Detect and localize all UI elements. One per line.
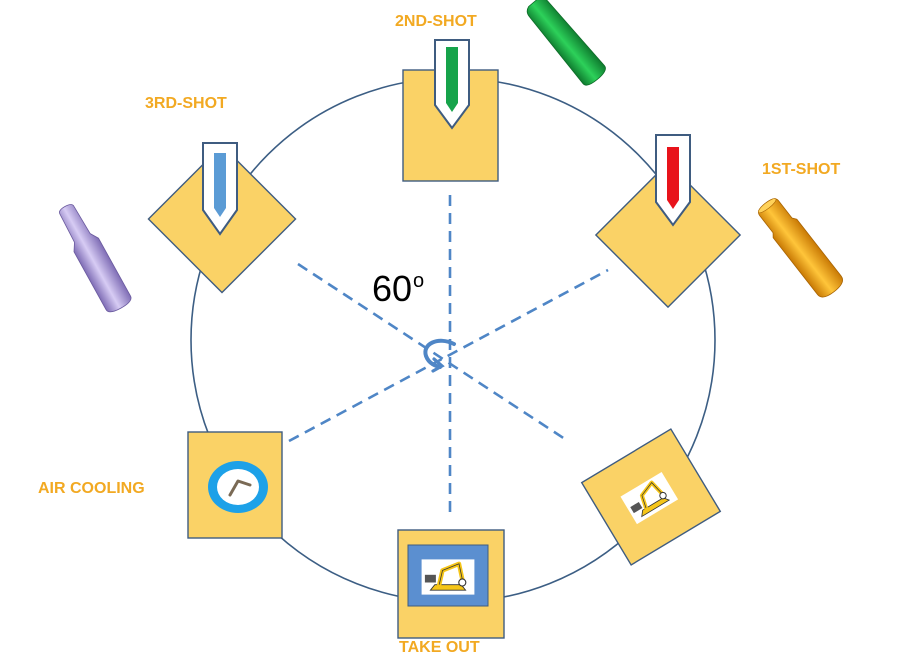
station-2nd-shot xyxy=(402,39,499,182)
station-3rd-shot xyxy=(147,142,297,294)
clock-icon xyxy=(208,461,268,513)
purple-part-icon xyxy=(59,204,132,313)
station-robot xyxy=(580,428,722,566)
label-air-cooling: AIR COOLING xyxy=(38,480,145,497)
rotation-angle-unit: o xyxy=(413,270,425,292)
dashed-divider-lines xyxy=(288,195,609,518)
station-air-cooling xyxy=(187,431,283,539)
red-nozzle-icon xyxy=(655,134,691,227)
label-2nd-shot: 2ND-SHOT xyxy=(395,13,477,30)
label-take-out: TAKE OUT xyxy=(399,639,480,656)
rotation-angle-label: 60o xyxy=(372,268,424,310)
label-1st-shot: 1ST-SHOT xyxy=(762,161,841,178)
green-part-icon xyxy=(526,0,606,86)
robot-arm-icon xyxy=(422,559,475,594)
dashed-line-rising xyxy=(288,268,609,443)
green-nozzle-icon xyxy=(434,39,470,130)
station-take-out xyxy=(397,529,505,639)
station-1st-shot-plate xyxy=(594,161,742,309)
take-out-frame xyxy=(407,544,489,607)
blue-nozzle-icon xyxy=(202,142,238,236)
rotation-arrow-icon xyxy=(423,338,456,373)
station-1st-shot xyxy=(594,134,742,309)
orange-part-icon xyxy=(757,198,843,298)
rotation-angle-value: 60 xyxy=(372,268,413,309)
label-3rd-shot: 3RD-SHOT xyxy=(145,95,227,112)
